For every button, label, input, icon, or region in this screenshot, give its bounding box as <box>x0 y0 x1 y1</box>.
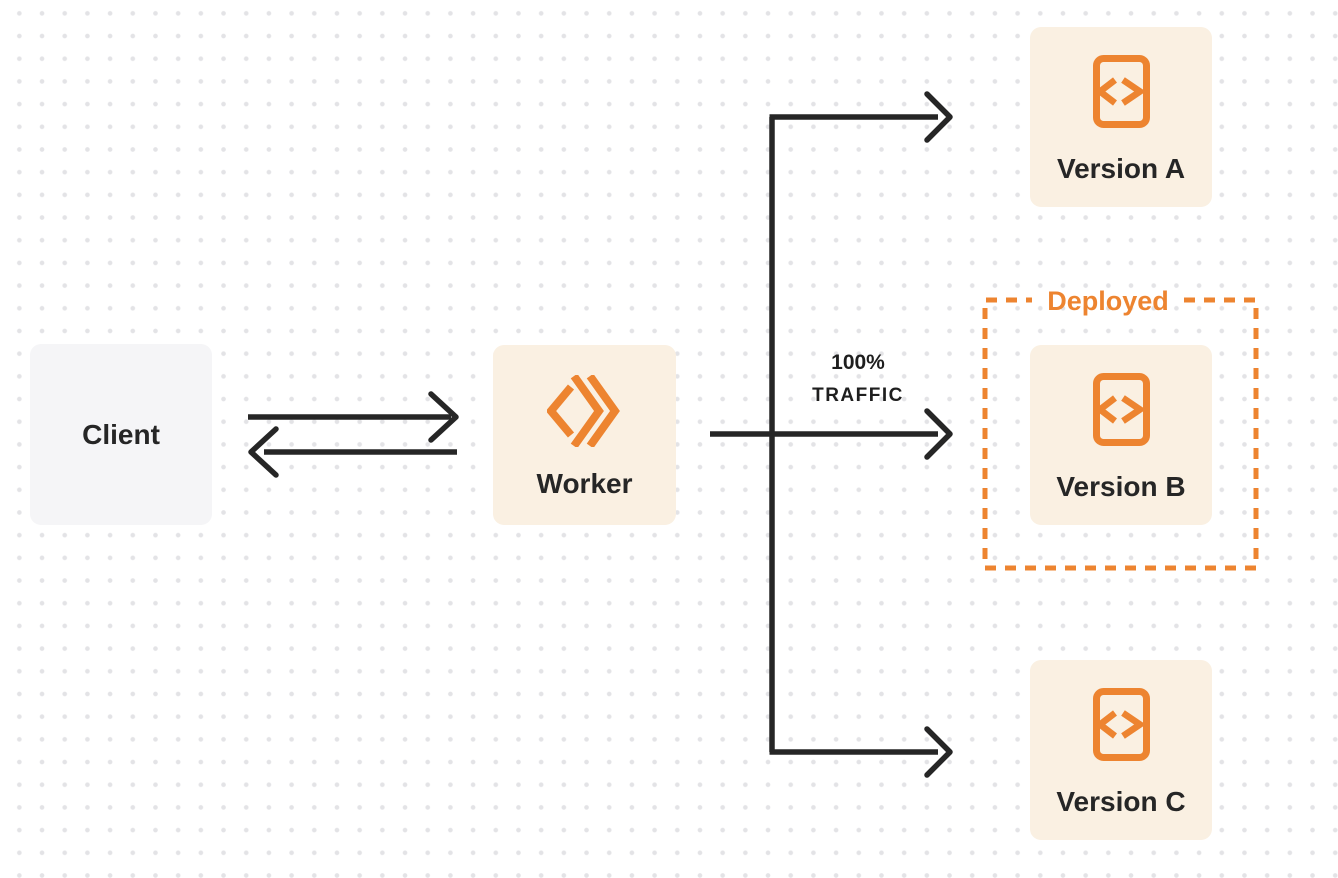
version-a-arrowhead <box>924 91 953 143</box>
traffic-percentage-caption: TRAFFIC <box>812 385 904 406</box>
client-worker-request-arrow <box>248 391 459 443</box>
client-node: Client <box>30 344 212 525</box>
worker-client-response-arrow <box>248 426 457 478</box>
version-b-node: Version B <box>1030 345 1212 525</box>
cloudflare-workers-logo-icon <box>546 374 620 447</box>
version-a-label: Version A <box>1056 153 1186 184</box>
version-c-arrowhead <box>924 726 953 778</box>
traffic-percentage-value: 100% <box>831 351 885 374</box>
version-c-label: Version C <box>1056 786 1186 817</box>
traffic-split-arrows <box>710 91 953 778</box>
client-label: Client <box>82 419 160 450</box>
version-b-arrowhead <box>924 408 953 460</box>
code-file-icon <box>1092 688 1150 761</box>
worker-label: Worker <box>536 467 633 499</box>
code-file-icon <box>1092 55 1150 128</box>
deployed-label: Deployed <box>1047 286 1169 316</box>
version-b-label: Version B <box>1056 471 1186 502</box>
version-c-node: Version C <box>1030 660 1212 840</box>
version-a-node: Version A <box>1030 27 1212 207</box>
code-file-icon <box>1092 373 1150 446</box>
worker-node: Worker <box>493 345 676 525</box>
traffic-percentage-label: 100% TRAFFIC <box>798 351 918 408</box>
deployed-dashed-border <box>982 297 1259 571</box>
